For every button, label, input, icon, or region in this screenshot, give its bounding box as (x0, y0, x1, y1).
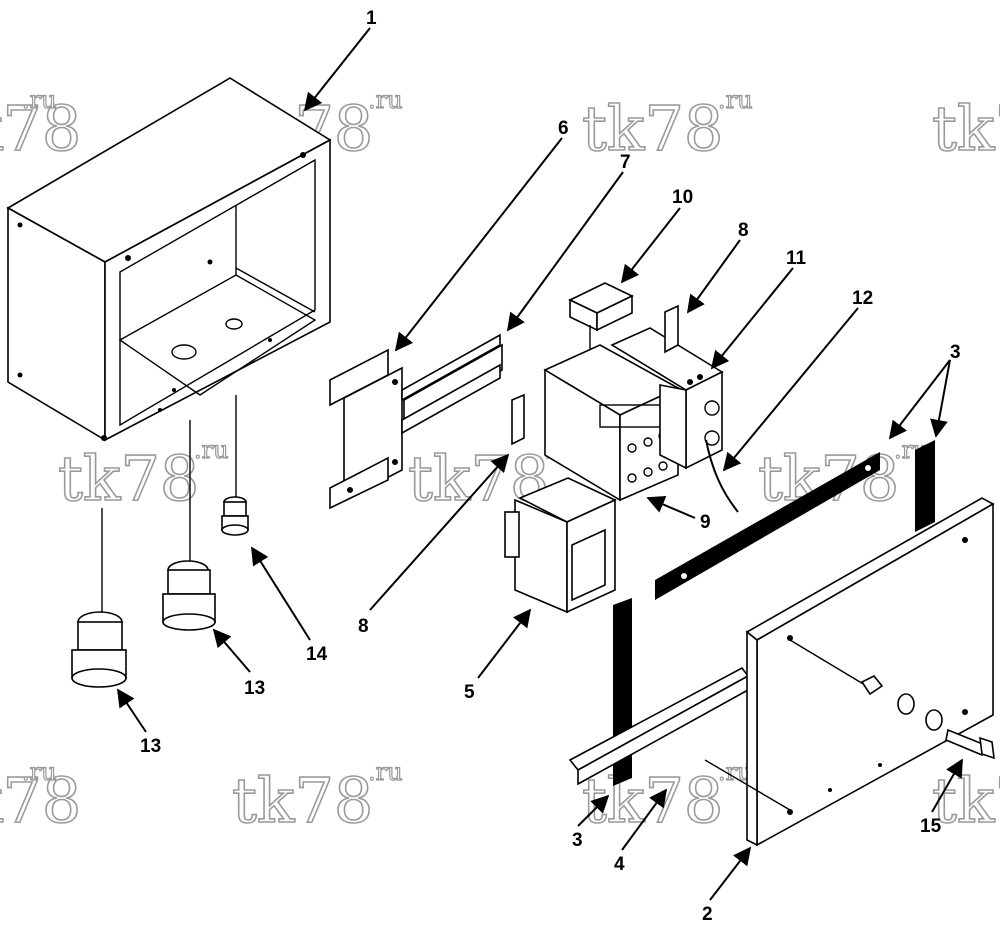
callout-labels: 1 2 3 3 4 5 6 7 8 8 9 10 11 12 13 13 14 … (140, 8, 961, 925)
part-cover-panel (745, 497, 995, 847)
callout-8: 8 (358, 616, 369, 637)
svg-text:.ru: .ru (718, 86, 753, 114)
callout-1: 1 (366, 8, 377, 29)
callout-13: 13 (140, 736, 161, 757)
part-transformer (504, 477, 617, 614)
callout-7: 7 (620, 152, 631, 173)
callout-14: 14 (306, 644, 328, 665)
callout-13: 13 (244, 678, 265, 699)
callout-4: 4 (614, 854, 625, 875)
part-enclosure-box (6, 77, 332, 442)
callout-6: 6 (558, 118, 569, 139)
svg-text:tk78: tk78 (408, 442, 549, 515)
part-cable-gland-small (221, 395, 249, 536)
callout-15: 15 (920, 816, 942, 837)
svg-text:tk78: tk78 (0, 764, 81, 837)
callout-5: 5 (464, 682, 475, 703)
watermark: tk78.ru (581, 85, 753, 165)
svg-text:.ru: .ru (22, 758, 57, 786)
watermark: tk78.ru (0, 85, 82, 165)
callout-3: 3 (950, 342, 961, 363)
watermark: tk78 (931, 763, 1000, 838)
svg-text:.ru: .ru (368, 758, 403, 786)
svg-text:.ru: .ru (368, 86, 403, 114)
svg-text:tk78: tk78 (758, 442, 899, 515)
watermark: tk78 (931, 91, 1000, 166)
watermark: tk78.ru (231, 757, 403, 837)
svg-text:tk78: tk78 (582, 92, 723, 165)
svg-text:tk78: tk78 (932, 764, 1000, 837)
part-end-stop-clip (511, 304, 679, 446)
part-wire (705, 439, 739, 513)
svg-text:tk78: tk78 (0, 92, 81, 165)
part-din-rail (401, 333, 503, 435)
svg-text:tk78: tk78 (58, 442, 199, 515)
svg-text:tk78: tk78 (232, 764, 373, 837)
part-mounting-bracket (329, 348, 403, 510)
callout-3: 3 (572, 830, 583, 851)
callout-10: 10 (672, 187, 693, 208)
part-auxiliary-block (568, 282, 634, 380)
leader-lines (117, 27, 963, 901)
callout-8: 8 (738, 220, 749, 241)
svg-text:.ru: .ru (22, 86, 57, 114)
callout-12: 12 (852, 288, 873, 309)
part-cable-gland-medium (162, 420, 216, 631)
watermark: tk78.ru (57, 435, 229, 515)
svg-text:tk78: tk78 (932, 92, 1000, 165)
callout-11: 11 (786, 248, 807, 269)
callout-2: 2 (702, 904, 713, 925)
callout-9: 9 (700, 512, 711, 533)
part-fastener-set (704, 639, 995, 811)
watermark: tk78.ru (0, 757, 82, 837)
part-overload-relay (610, 327, 724, 470)
part-contactor (543, 344, 680, 502)
svg-text:.ru: .ru (194, 436, 229, 464)
part-cable-gland-large (71, 508, 127, 688)
